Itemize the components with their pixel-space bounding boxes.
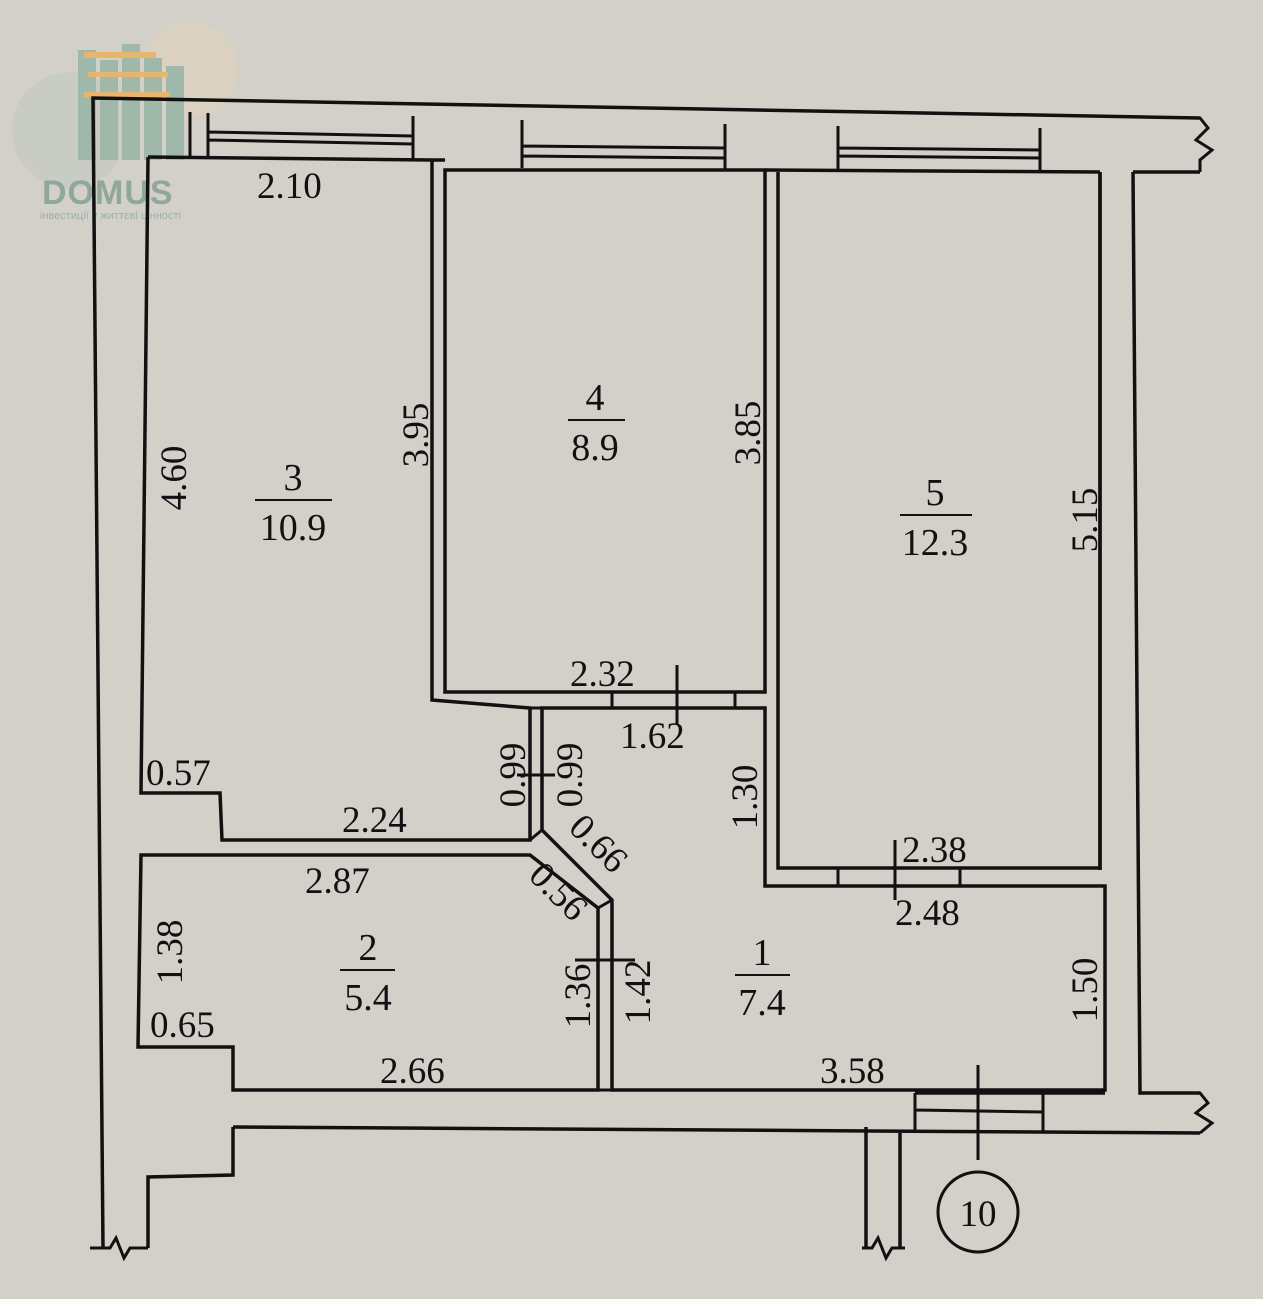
room-4-number: 4: [586, 377, 605, 419]
dim-label: 0.65: [150, 1005, 215, 1046]
room-3-area: 10.9: [260, 507, 327, 549]
dim-label: 1.42: [618, 960, 659, 1025]
room-1-number: 1: [753, 932, 772, 974]
dim-label: 2.24: [342, 800, 407, 841]
dim-label: 2.87: [305, 861, 370, 902]
room-1-outline: [540, 706, 1107, 1092]
logo-name: DOMUS: [42, 174, 174, 212]
dim-label: 2.38: [902, 830, 967, 871]
room-1-area: 7.4: [738, 982, 786, 1024]
room-3-number: 3: [284, 457, 303, 499]
logo-tagline: інвестиції у життєві цінності: [40, 210, 181, 222]
dim-label: 1.50: [1065, 958, 1106, 1023]
dim-label: 0.99: [550, 743, 591, 808]
dim-label: 1.36: [558, 964, 599, 1029]
door-marks: [517, 665, 980, 1160]
room-5-outline: [776, 172, 1102, 870]
room-labels: 3 10.9 4 8.9 5 12.3 2 5.4 1 7.4: [255, 377, 972, 1024]
dimension-labels: 2.10 4.60 3.95 0.57 2.24 3.85 2.32 5.15 …: [146, 166, 1106, 1092]
dim-label: 0.66: [561, 806, 636, 881]
axis-marker-label: 10: [960, 1194, 997, 1235]
domus-logo: DOMUS інвестиції у життєві цінності: [12, 22, 238, 222]
dim-label: 0.57: [146, 753, 211, 794]
room-4-outline: [443, 168, 767, 694]
room-2-area: 5.4: [344, 977, 392, 1019]
room-3-outline: [139, 156, 532, 842]
outer-walls: [90, 96, 1215, 1262]
dim-label: 1.62: [620, 716, 685, 757]
room-2-outline: [136, 853, 600, 1092]
dim-label: 0.56: [521, 854, 596, 929]
room-5-area: 12.3: [902, 522, 969, 564]
dim-label: 3.85: [728, 401, 769, 466]
dim-label: 4.60: [154, 446, 195, 511]
axis-marker: 10: [936, 1170, 1020, 1254]
partitions: [529, 706, 613, 1092]
logo-building-icon: [78, 44, 184, 160]
dim-label: 3.58: [820, 1051, 885, 1092]
room-5-number: 5: [926, 472, 945, 514]
room-4-area: 8.9: [571, 427, 619, 469]
dim-label: 3.95: [396, 403, 437, 468]
dim-label: 2.48: [895, 893, 960, 934]
dim-label: 1.38: [150, 920, 191, 985]
windows: [188, 112, 1045, 1132]
dim-label: 2.10: [257, 166, 322, 207]
dim-label: 2.32: [570, 654, 635, 695]
dim-label: 1.30: [725, 765, 766, 830]
dim-label: 2.66: [380, 1051, 445, 1092]
dim-label: 5.15: [1065, 488, 1106, 553]
room-2-number: 2: [359, 927, 378, 969]
dim-label: 0.99: [493, 743, 534, 808]
